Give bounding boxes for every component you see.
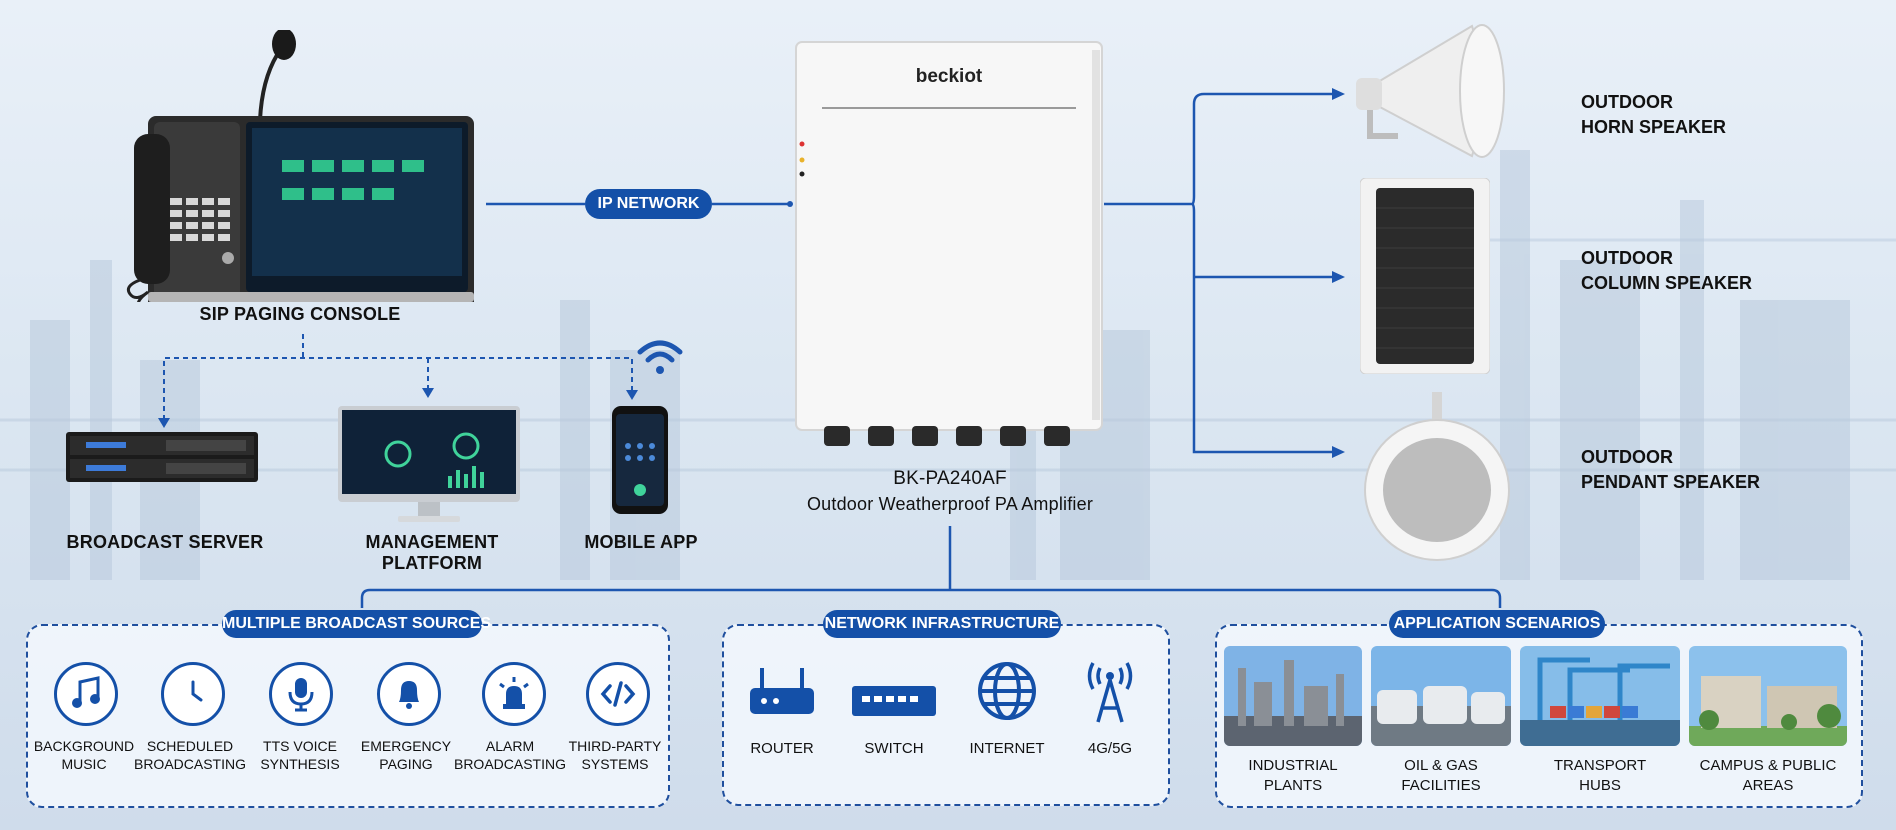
network-label-4g5g: 4G/5G <box>1087 740 1133 757</box>
horn-speaker-label-1: OUTDOOR <box>1581 92 1673 112</box>
router-icon <box>750 668 814 714</box>
column-speaker-image <box>1360 178 1490 374</box>
column-speaker-label-1: OUTDOOR <box>1581 248 1673 268</box>
music-note-icon <box>54 662 118 726</box>
wifi-icon <box>637 340 683 374</box>
network-pill: NETWORK INFRASTRUCTURE <box>823 610 1061 638</box>
amplifier-description: Outdoor Weatherproof PA Amplifier <box>806 494 1094 514</box>
horn-speaker-image <box>1356 24 1505 158</box>
switch-icon <box>852 686 936 716</box>
network-panel <box>722 624 1170 806</box>
amplifier-image <box>795 41 1103 446</box>
pendant-speaker-label-1: OUTDOOR <box>1581 447 1673 467</box>
management-platform-image <box>338 406 520 522</box>
campus-public-photo <box>1689 646 1847 746</box>
sip-paging-console-image <box>126 30 474 302</box>
industrial-plants-photo <box>1224 646 1362 746</box>
server-label: BROADCAST SERVER <box>66 532 264 552</box>
alarm-light-icon <box>482 662 546 726</box>
network-label-router: ROUTER <box>750 740 814 757</box>
network-label-internet: INTERNET <box>969 740 1045 757</box>
code-icon <box>586 662 650 726</box>
network-label-switch: SWITCH <box>864 740 924 757</box>
platform-label: MANAGEMENT PLATFORM <box>365 532 499 573</box>
amplifier-model: BK-PA240AF <box>893 468 1007 489</box>
ip-network-pill: IP NETWORK <box>585 189 712 219</box>
bell-icon <box>377 662 441 726</box>
horn-speaker-label-2: HORN SPEAKER <box>1581 117 1727 137</box>
oil-gas-photo <box>1371 646 1511 746</box>
scenarios-pill: APPLICATION SCENARIOS <box>1389 610 1605 638</box>
transport-hubs-photo <box>1520 646 1680 746</box>
sources-panel <box>26 624 670 808</box>
mobile-label: MOBILE APP <box>584 532 698 552</box>
column-speaker-label-2: COLUMN SPEAKER <box>1581 273 1753 293</box>
sources-pill: MULTIPLE BROADCAST SOURCES <box>222 610 491 638</box>
mobile-phone-image <box>612 406 668 514</box>
clock-icon <box>161 662 225 726</box>
antenna-icon <box>1087 662 1133 723</box>
broadcast-server-image <box>66 432 258 482</box>
microphone-icon <box>269 662 333 726</box>
pendant-speaker-image <box>1364 392 1510 561</box>
amplifier-brand-logo: beckiot <box>915 66 983 87</box>
globe-icon <box>978 662 1036 720</box>
console-label: SIP PAGING CONSOLE <box>199 304 401 324</box>
pendant-speaker-label-2: PENDANT SPEAKER <box>1581 472 1761 492</box>
